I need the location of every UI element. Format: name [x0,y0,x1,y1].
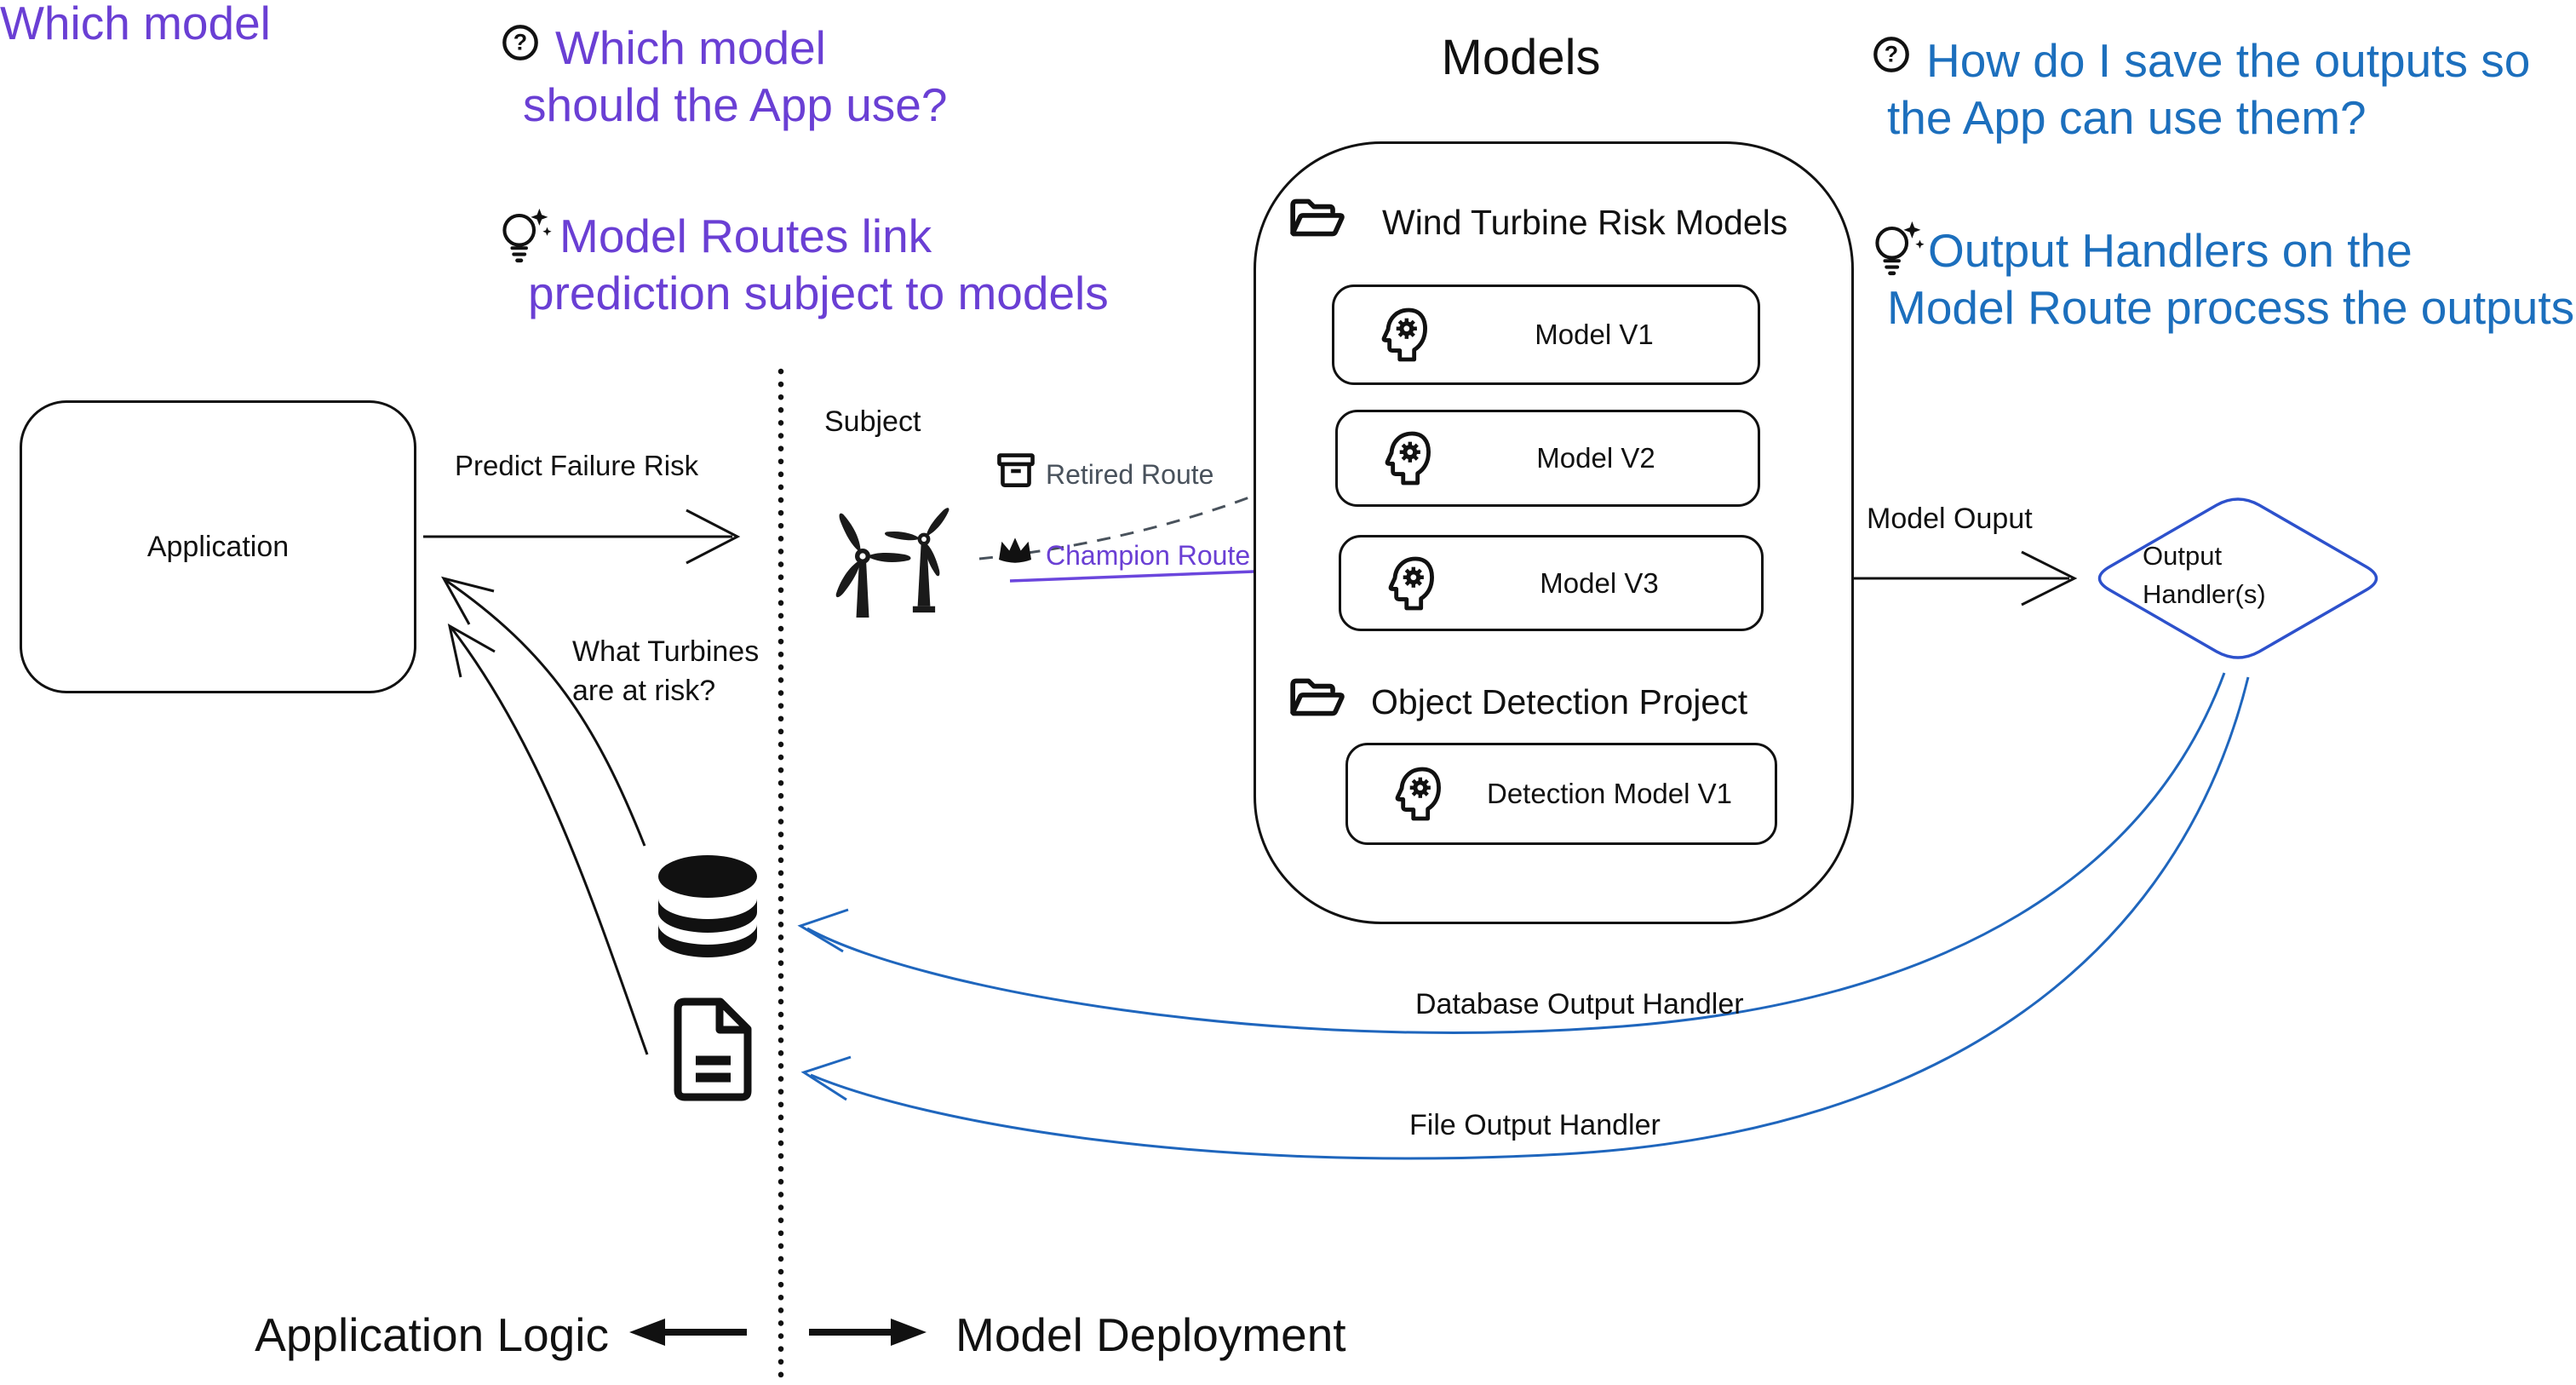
detection-model-v1-box: Detection Model V1 [1345,743,1777,845]
model-v1-label: Model V1 [1535,319,1654,350]
tip-right-line1: Output Handlers on the [1928,224,2412,277]
database-output-handler-label: Database Output Handler [1415,988,1744,1020]
folder-open-icon [1288,672,1346,721]
lightbulb-sparkle-icon [499,207,552,267]
question-right-line1: How do I save the outputs so [1926,34,2531,87]
application-logic-label: Application Logic [255,1308,609,1361]
question-right-line2: the App can use them? [1887,91,2367,144]
question-left-line2: should the App use? [523,78,948,131]
output-handler-line1: Output [2143,541,2223,571]
model-v3-label: Model V3 [1540,566,1659,599]
brain-gear-icon [1388,552,1437,615]
model-v2-label: Model V2 [1536,442,1655,474]
what-turbines-line2: are at risk? [572,675,716,707]
champion-route-label: Champion Route [1046,540,1251,571]
model-v1-box: Model V1 [1332,284,1760,385]
application-label: Application [146,530,290,563]
brain-gear-icon [1395,762,1444,825]
model-output-label: Model Ouput [1867,503,2033,535]
database-to-app-arrow [441,576,646,847]
model-deployment-label: Model Deployment [955,1308,1346,1361]
lightbulb-sparkle-icon [1872,220,1925,280]
detection-model-v1-label: Detection Model V1 [1487,778,1732,809]
model-v3-box: Model V3 [1339,535,1764,631]
question-circle-icon [501,23,540,62]
archive-box-icon [996,452,1036,490]
model-v2-box: Model V2 [1335,410,1760,507]
database-icon [655,853,760,957]
brain-gear-icon [1381,303,1431,366]
folder-object-detection-label: Object Detection Project [1371,682,1748,721]
output-handler-line2: Handler(s) [2143,579,2266,609]
models-panel-title: Models [1441,30,1601,85]
tip-right-line2: Model Route process the outputs [1887,281,2575,334]
question-left-line1: Which model [0,0,271,49]
question-left-line1: Which model [555,21,826,74]
folder-wind-turbine-label: Wind Turbine Risk Models [1382,203,1788,242]
folder-open-icon [1288,193,1346,242]
application-box: Application [20,400,416,693]
file-document-icon [670,997,754,1102]
output-handler-label: Output Handler(s) [2143,537,2266,613]
predict-failure-risk-arrow [423,509,741,565]
subject-label: Subject [824,405,921,438]
left-thick-arrow-icon [629,1319,747,1346]
what-turbines-line1: What Turbines [572,635,760,668]
tip-left-line2: prediction subject to models [528,267,1109,319]
brain-gear-icon [1385,427,1434,490]
question-circle-icon [1872,35,1911,74]
crown-icon [995,535,1036,567]
retired-route-label: Retired Route [1046,459,1214,490]
tip-left-line1: Model Routes link [559,210,932,262]
wind-turbines-icon [835,508,950,618]
file-output-handler-label: File Output Handler [1409,1109,1661,1141]
what-turbines-label: What Turbines are at risk? [572,632,759,710]
predict-failure-risk-label: Predict Failure Risk [455,450,699,481]
right-thick-arrow-icon [809,1319,927,1346]
